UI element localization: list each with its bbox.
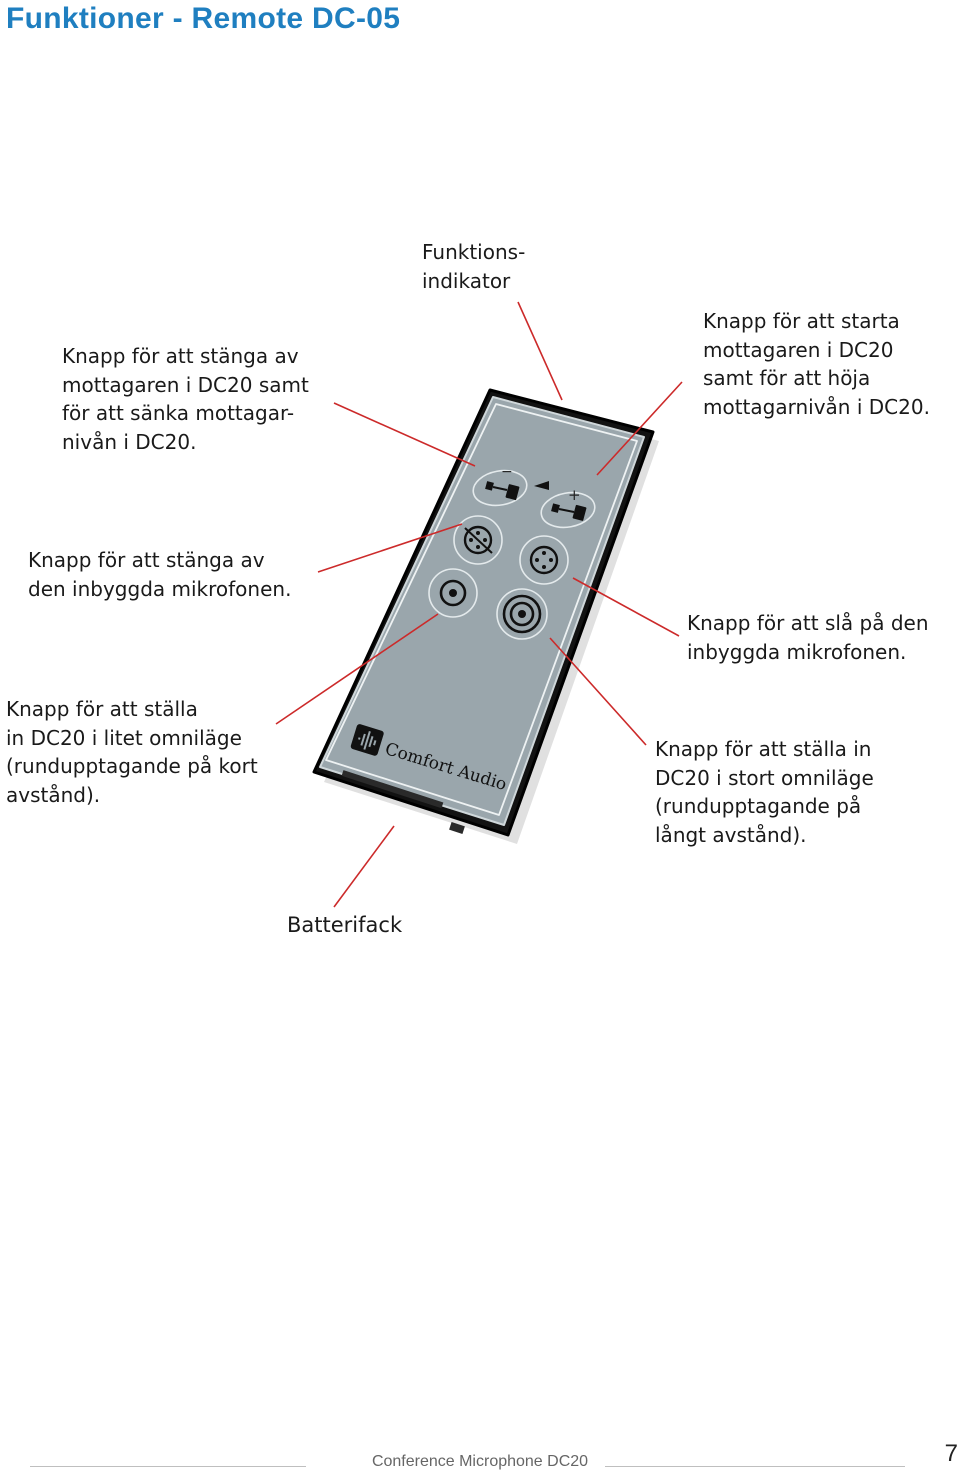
leader-line-power-off <box>333 402 476 467</box>
leader-line-mic-off <box>317 523 463 573</box>
function-indicator-led <box>534 481 549 490</box>
footer-rule-right <box>605 1466 905 1467</box>
leader-line-mic-on <box>572 577 680 637</box>
label-mic-off: Knapp för att stänga av den inbyggda mik… <box>28 548 292 601</box>
remote-face-frame <box>325 403 638 816</box>
footer-rule-left <box>30 1466 306 1467</box>
plus-sign: + <box>568 486 581 504</box>
label-power-on-volume-up: Knapp för att starta mottagaren i DC20 s… <box>703 309 930 419</box>
leader-line-small-omni <box>275 613 439 725</box>
power-off-volume-down-button[interactable] <box>470 467 529 510</box>
leader-lines <box>275 301 683 908</box>
large-omni-button[interactable] <box>496 588 548 640</box>
footer-title: Conference Microphone DC20 <box>371 1453 589 1470</box>
label-large-omni: Knapp för att ställa in DC20 i stort omn… <box>655 737 874 847</box>
leader-line-function-indicator <box>517 301 563 401</box>
mic-off-button[interactable] <box>453 515 503 565</box>
leader-line-battery <box>333 825 395 908</box>
power-on-volume-up-button[interactable] <box>538 489 597 532</box>
label-function-indicator: Funktions- indikator <box>422 240 526 293</box>
page-number: 7 <box>944 1440 958 1467</box>
mic-on-button[interactable] <box>519 535 569 585</box>
mic-off-slash-icon <box>464 527 493 554</box>
battery-slot <box>341 770 444 809</box>
leader-line-large-omni <box>549 637 647 746</box>
remote-control: − + <box>312 388 659 844</box>
label-battery: Batterifack <box>287 913 403 937</box>
leader-line-power-on <box>596 381 683 476</box>
label-power-off-volume-down: Knapp för att stänga av mottagaren i DC2… <box>62 344 309 454</box>
remote-face-panel <box>319 396 645 826</box>
label-small-omni: Knapp för att ställa in DC20 i litet omn… <box>6 697 258 807</box>
small-omni-button[interactable] <box>428 568 478 618</box>
battery-tab <box>449 822 465 834</box>
label-mic-on: Knapp för att slå på den inbyggda mikrof… <box>687 611 929 664</box>
minus-sign: − <box>501 464 513 480</box>
page-title: Funktioner - Remote DC-05 <box>6 2 401 35</box>
